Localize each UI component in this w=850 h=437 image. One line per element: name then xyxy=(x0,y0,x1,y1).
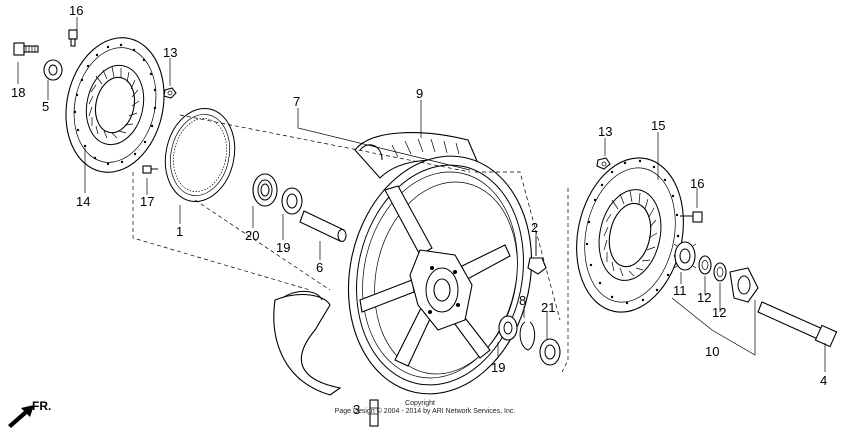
washer-12b xyxy=(713,262,727,282)
direction-label: FR. xyxy=(32,399,51,413)
front-direction-arrow: FR. xyxy=(8,399,51,428)
callout-12-a: 12 xyxy=(697,290,711,305)
callout-10: 10 xyxy=(705,344,719,359)
callout-20: 20 xyxy=(245,228,259,243)
copyright-line-2: Page Design © 2004 - 2014 by ARI Network… xyxy=(335,407,516,415)
callout-15: 15 xyxy=(651,118,665,133)
leader-disc-right xyxy=(561,188,569,373)
screw-17 xyxy=(142,165,158,174)
callout-labels: 16 13 18 5 7 9 14 17 1 20 19 6 2 8 21 19… xyxy=(11,3,827,417)
bearing-20 xyxy=(252,173,278,207)
speedometer-gearbox xyxy=(729,267,759,303)
left-brake-disc xyxy=(65,37,165,173)
bracket-10 xyxy=(671,297,756,356)
bolt-18 xyxy=(13,42,39,56)
axle-4 xyxy=(757,301,838,348)
leader-disc-left xyxy=(179,114,471,173)
callout-7: 7 xyxy=(293,94,300,109)
rear-wheel xyxy=(347,155,533,395)
callout-17: 17 xyxy=(140,194,154,209)
callout-18: 18 xyxy=(11,85,25,100)
bolt-16-right xyxy=(680,211,703,223)
collar-5 xyxy=(43,59,63,81)
seal-19-left xyxy=(281,187,303,215)
callout-21: 21 xyxy=(541,300,555,315)
leader-lines xyxy=(17,17,826,372)
callout-2: 2 xyxy=(531,220,538,235)
callout-12-b: 12 xyxy=(712,305,726,320)
pulser-ring xyxy=(164,107,236,203)
washer-12a xyxy=(698,255,712,275)
callout-16-left: 16 xyxy=(69,3,83,18)
leader-wheel xyxy=(475,171,561,321)
right-brake-disc xyxy=(576,157,684,313)
spacer-6 xyxy=(299,210,347,243)
callout-13-left: 13 xyxy=(163,45,177,60)
tire-section xyxy=(354,132,481,179)
leader-group-left xyxy=(132,172,311,291)
callout-11: 11 xyxy=(673,283,687,298)
bearing-21 xyxy=(539,338,561,366)
leader-ring xyxy=(194,199,331,291)
nut-13-left xyxy=(163,87,177,99)
tire-cutaway-lower xyxy=(273,291,342,396)
callout-4: 4 xyxy=(820,373,827,388)
final-driven-flange-11 xyxy=(673,241,697,271)
callout-19-right: 19 xyxy=(491,360,505,375)
callout-1: 1 xyxy=(176,224,183,239)
nut-13-right xyxy=(596,157,611,170)
callout-8: 8 xyxy=(519,293,526,308)
callout-9: 9 xyxy=(416,86,423,101)
seal-19-right xyxy=(498,315,518,341)
callout-3: 3 xyxy=(353,402,360,417)
circlip-8 xyxy=(519,321,536,351)
copyright-line-1: Copyright xyxy=(405,400,435,407)
valve-stem xyxy=(369,399,379,427)
callout-14: 14 xyxy=(76,194,90,209)
callout-6: 6 xyxy=(316,260,323,275)
callout-16-right: 16 xyxy=(690,176,704,191)
callout-13-right: 13 xyxy=(598,124,612,139)
callout-5: 5 xyxy=(42,99,49,114)
callout-19-left: 19 xyxy=(276,240,290,255)
bolt-16-left xyxy=(68,29,78,47)
